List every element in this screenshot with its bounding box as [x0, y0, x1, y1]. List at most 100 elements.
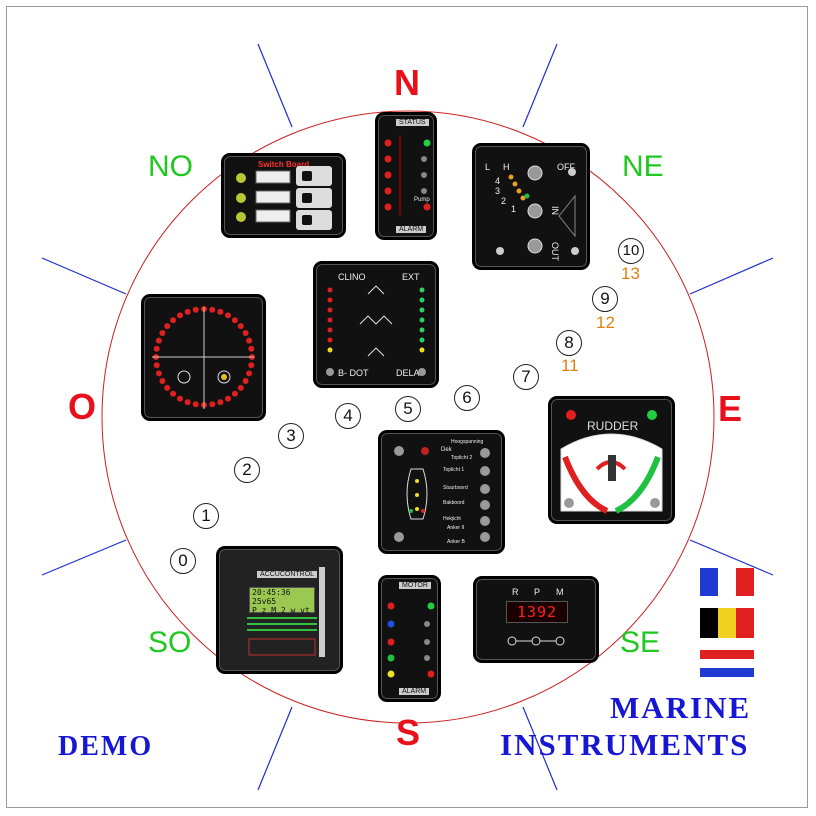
rpm-m-label: M [556, 587, 564, 597]
flag-france [700, 568, 754, 596]
compass-west-label: O [68, 386, 97, 427]
nav-item-4: Stuurboord [443, 485, 468, 491]
motor-panel[interactable]: MOTOR ALARM [378, 575, 441, 702]
rudder-title: RUDDER [587, 419, 639, 433]
rudder-panel[interactable]: RUDDER [548, 396, 675, 524]
ring-led [248, 362, 255, 369]
nav-lights-panel[interactable]: Hoogspanning Dek Toplicht 2 Toplicht 1 S… [378, 430, 505, 554]
winch-level-4: 4 [495, 176, 501, 186]
brand-line-2: INSTRUMENTS [500, 727, 750, 762]
winch-h-label: H [503, 162, 510, 172]
step-sub-12: 12 [596, 313, 615, 332]
spoke-ssw [257, 706, 293, 791]
winch-level-2: 2 [501, 196, 507, 206]
winch-off-label: OFF [557, 162, 575, 172]
clino-bdot-label: B- DOT [338, 368, 369, 378]
ring-led [225, 312, 231, 319]
step-circle-8[interactable]: 8 [556, 330, 582, 356]
rpm-value: 1392 [516, 603, 558, 621]
nav-item-5: Bakboord [443, 500, 465, 506]
step-circle-10[interactable]: 10 [618, 238, 644, 264]
switch-board-graphic [236, 166, 332, 230]
nav-item-3: Toplicht 1 [443, 467, 465, 473]
nav-item-2: Toplicht 2 [451, 455, 473, 461]
step-circle-5[interactable]: 5 [395, 396, 421, 422]
step-circle-0[interactable]: 0 [170, 548, 196, 574]
ring-led [248, 345, 255, 352]
step-circle-2[interactable]: 2 [234, 457, 260, 483]
clino-panel[interactable]: CLINO EXT B- DOT DELAY [313, 261, 439, 388]
switch-led-2 [236, 193, 246, 203]
compass-ne-label: NE [622, 150, 664, 183]
ring-led [231, 390, 238, 397]
switch-board-panel[interactable]: Switch Board [221, 153, 346, 238]
accucontrol-lcd: 20:45:36 25v65 P z M 2 w vt [249, 587, 315, 615]
ring-led [237, 323, 244, 330]
rpm-r-label: R [512, 587, 519, 597]
ring-led [242, 330, 249, 336]
compass-nw-label: NO [148, 150, 193, 183]
ring-led [225, 395, 231, 402]
step-circle-9[interactable]: 9 [592, 286, 618, 312]
step-circle-1[interactable]: 1 [193, 503, 219, 529]
ring-led [192, 401, 199, 408]
switch-led-1 [236, 173, 246, 183]
compass-spokes [41, 43, 774, 791]
flag-belgium [700, 608, 754, 638]
switch-board-title: Switch Board [258, 160, 310, 169]
winch-out-label: OUT [550, 242, 560, 261]
ring-led [155, 370, 162, 377]
step-circle-4[interactable]: 4 [335, 403, 361, 429]
winch-level-1: 1 [511, 204, 517, 214]
ring-led [159, 330, 166, 336]
ring-led [192, 306, 199, 313]
ring-led [184, 308, 191, 315]
ring-led [184, 399, 191, 406]
ring-led [170, 317, 177, 324]
status-panel-top[interactable]: STATUS ALARM Pump [375, 112, 437, 240]
rudder-gauge [560, 410, 663, 514]
accucontrol-lcd-line2: P z M 2 w vt [252, 606, 310, 615]
ring-led [217, 308, 224, 315]
spoke-wsw [41, 539, 127, 576]
ring-led [231, 317, 238, 324]
nav-item-6: Hekjicht [443, 516, 461, 522]
motor-footer: ALARM [399, 688, 430, 695]
step-circle-7[interactable]: 7 [513, 364, 539, 390]
accucontrol-panel[interactable]: ACCUCONTROL 20:45:36 25v65 P z M 2 w vt [216, 546, 343, 674]
brand-line-1: MARINE [610, 690, 752, 725]
ring-led [153, 345, 160, 352]
status-top-header: STATUS [396, 119, 429, 126]
ring-led [209, 401, 216, 408]
clino-delay-label: DELAY [396, 368, 425, 378]
nav-item-0: Hoogspanning [451, 439, 484, 445]
step-circle-6[interactable]: 6 [454, 385, 480, 411]
clino-graphic [326, 285, 426, 376]
step-sub-11: 11 [561, 356, 579, 375]
page-frame [6, 6, 808, 808]
motor-leds [387, 602, 435, 678]
compass-east-label: E [718, 388, 743, 429]
step-circle-3[interactable]: 3 [278, 423, 304, 449]
compass-north-label: N [394, 62, 420, 103]
rudder-indicator-panel[interactable] [141, 294, 266, 421]
status-top-leds [384, 135, 431, 215]
nav-item-7: Anker II [447, 525, 465, 531]
rpm-panel[interactable]: R P M 1392 [473, 576, 599, 663]
status-top-side: Pump [414, 197, 430, 203]
demo-label[interactable]: DEMO [58, 731, 154, 762]
ring-led [177, 312, 183, 319]
step-sub-13: 13 [621, 264, 640, 283]
compass-ring [101, 110, 715, 724]
spoke-sse [522, 706, 558, 791]
ring-led [237, 384, 244, 391]
switch-led-3 [236, 212, 246, 222]
compass-se-label: SE [620, 626, 661, 659]
winch-panel[interactable]: OFF L H 4 3 2 1 IN OUT [472, 143, 590, 270]
winch-graphic [496, 165, 579, 255]
ring-led [153, 362, 160, 369]
rpm-display: 1392 [506, 601, 568, 623]
ring-led [164, 323, 171, 330]
flag-netherlands [700, 650, 754, 677]
clino-label: CLINO [338, 272, 366, 282]
